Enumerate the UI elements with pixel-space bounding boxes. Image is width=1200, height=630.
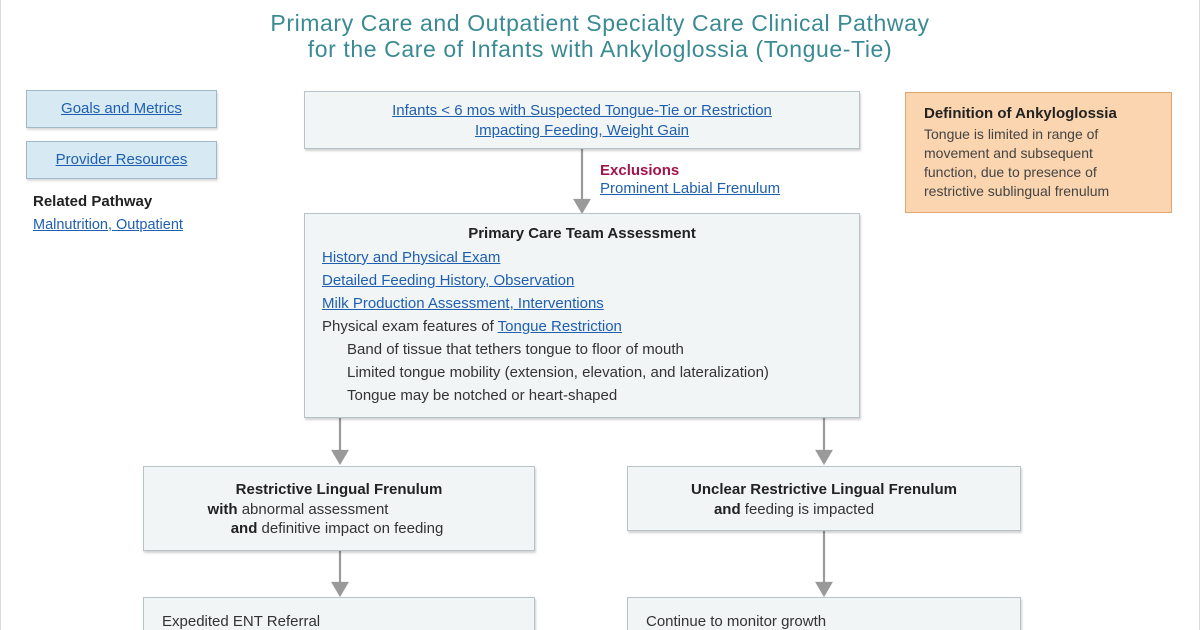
goals-and-metrics-link[interactable]: Goals and Metrics (61, 100, 182, 117)
arrowhead (331, 581, 349, 598)
feature-item: Tongue may be notched or heart-shaped (347, 387, 618, 404)
definition-line: restrictive sublingual frenulum (924, 183, 1110, 199)
and-word: and (230, 520, 258, 537)
ent-referral-node: Expedited ENT Referral (143, 597, 535, 630)
ent-referral-text: Expedited ENT Referral (162, 613, 321, 630)
start-node-link-line1[interactable]: Infants < 6 mos with Suspected Tongue-Ti… (392, 102, 772, 119)
and-text: feeding is impacted (740, 501, 875, 518)
tongue-restriction-link[interactable]: Tongue Restriction (497, 318, 622, 335)
restrictive-frenulum-title: Restrictive Lingual Frenulum (235, 481, 443, 498)
arrowhead (331, 449, 349, 466)
arrowhead (815, 449, 833, 466)
definition-line: movement and subsequent (924, 145, 1093, 161)
history-physical-link[interactable]: History and Physical Exam (322, 249, 501, 266)
monitor-growth-node: Continue to monitor growth (627, 597, 1021, 630)
unclear-frenulum-title: Unclear Restrictive Lingual Frenulum (691, 481, 957, 498)
exclusions-label: Exclusions (600, 162, 680, 179)
definition-line: function, due to presence of (924, 164, 1097, 180)
related-pathway-link[interactable]: Malnutrition, Outpatient (33, 217, 183, 233)
arrowhead (815, 581, 833, 598)
pathway-title-line2: for the Care of Infants with Ankylogloss… (307, 36, 893, 62)
exclusions-link[interactable]: Prominent Labial Frenulum (600, 180, 781, 197)
restrictive-frenulum-node: Restrictive Lingual Frenulum with abnorm… (143, 466, 535, 551)
monitor-growth-text: Continue to monitor growth (646, 613, 827, 630)
assessment-node: Primary Care Team Assessment History and… (304, 213, 860, 418)
start-node-link-line2[interactable]: Impacting Feeding, Weight Gain (474, 122, 689, 139)
with-word: with (207, 501, 238, 518)
provider-resources-link[interactable]: Provider Resources (55, 151, 188, 168)
definition-line: Tongue is limited in range of (924, 126, 1099, 142)
and-row: and definitive impact on feeding (140, 519, 534, 538)
related-pathway-heading: Related Pathway (33, 193, 153, 210)
unclear-frenulum-node: Unclear Restrictive Lingual Frenulum and… (627, 466, 1021, 531)
unclear-and-row: and feeding is impacted (568, 500, 1020, 519)
and-word: and (713, 501, 741, 518)
features-row: Physical exam features of Tongue Restric… (322, 315, 842, 338)
goals-and-metrics-button[interactable]: Goals and Metrics (26, 90, 217, 128)
provider-resources-button[interactable]: Provider Resources (26, 141, 217, 179)
feature-item: Limited tongue mobility (extension, elev… (347, 364, 769, 381)
feature-item: Band of tissue that tethers tongue to fl… (347, 341, 684, 358)
with-text: abnormal assessment (237, 501, 389, 518)
definition-heading: Definition of Ankyloglossia (924, 105, 1117, 122)
feeding-history-link[interactable]: Detailed Feeding History, Observation (322, 272, 575, 289)
definition-box: Definition of Ankyloglossia Tongue is li… (905, 92, 1172, 213)
pathway-title-line1: Primary Care and Outpatient Specialty Ca… (270, 10, 930, 36)
start-node: Infants < 6 mos with Suspected Tongue-Ti… (304, 91, 860, 149)
and-text: definitive impact on feeding (257, 520, 444, 537)
with-row: with abnormal assessment (62, 500, 534, 519)
arrowhead (573, 198, 591, 215)
features-prefix: Physical exam features of (322, 318, 498, 335)
milk-production-link[interactable]: Milk Production Assessment, Intervention… (322, 295, 604, 312)
assessment-title: Primary Care Team Assessment (468, 225, 696, 242)
